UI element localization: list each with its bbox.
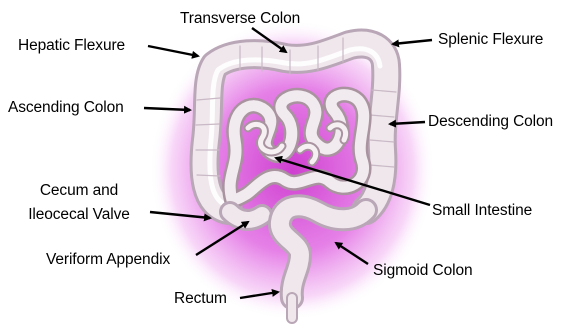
label-veriform-appendix: Veriform Appendix xyxy=(46,251,170,269)
label-cecum-ileocecal-valve: Cecum and Ileocecal Valve xyxy=(14,182,144,224)
label-small-intestine: Small Intestine xyxy=(432,202,532,220)
label-hepatic-flexure: Hepatic Flexure xyxy=(18,37,125,55)
label-ascending-colon: Ascending Colon xyxy=(8,99,124,117)
label-sigmoid-colon: Sigmoid Colon xyxy=(373,262,473,280)
label-transverse-colon: Transverse Colon xyxy=(180,10,300,28)
label-cecum-line1: Cecum and xyxy=(14,182,144,200)
label-rectum: Rectum xyxy=(174,290,227,308)
label-descending-colon: Descending Colon xyxy=(428,113,553,131)
label-cecum-line2: Ileocecal Valve xyxy=(14,206,144,224)
label-splenic-flexure: Splenic Flexure xyxy=(438,31,543,49)
